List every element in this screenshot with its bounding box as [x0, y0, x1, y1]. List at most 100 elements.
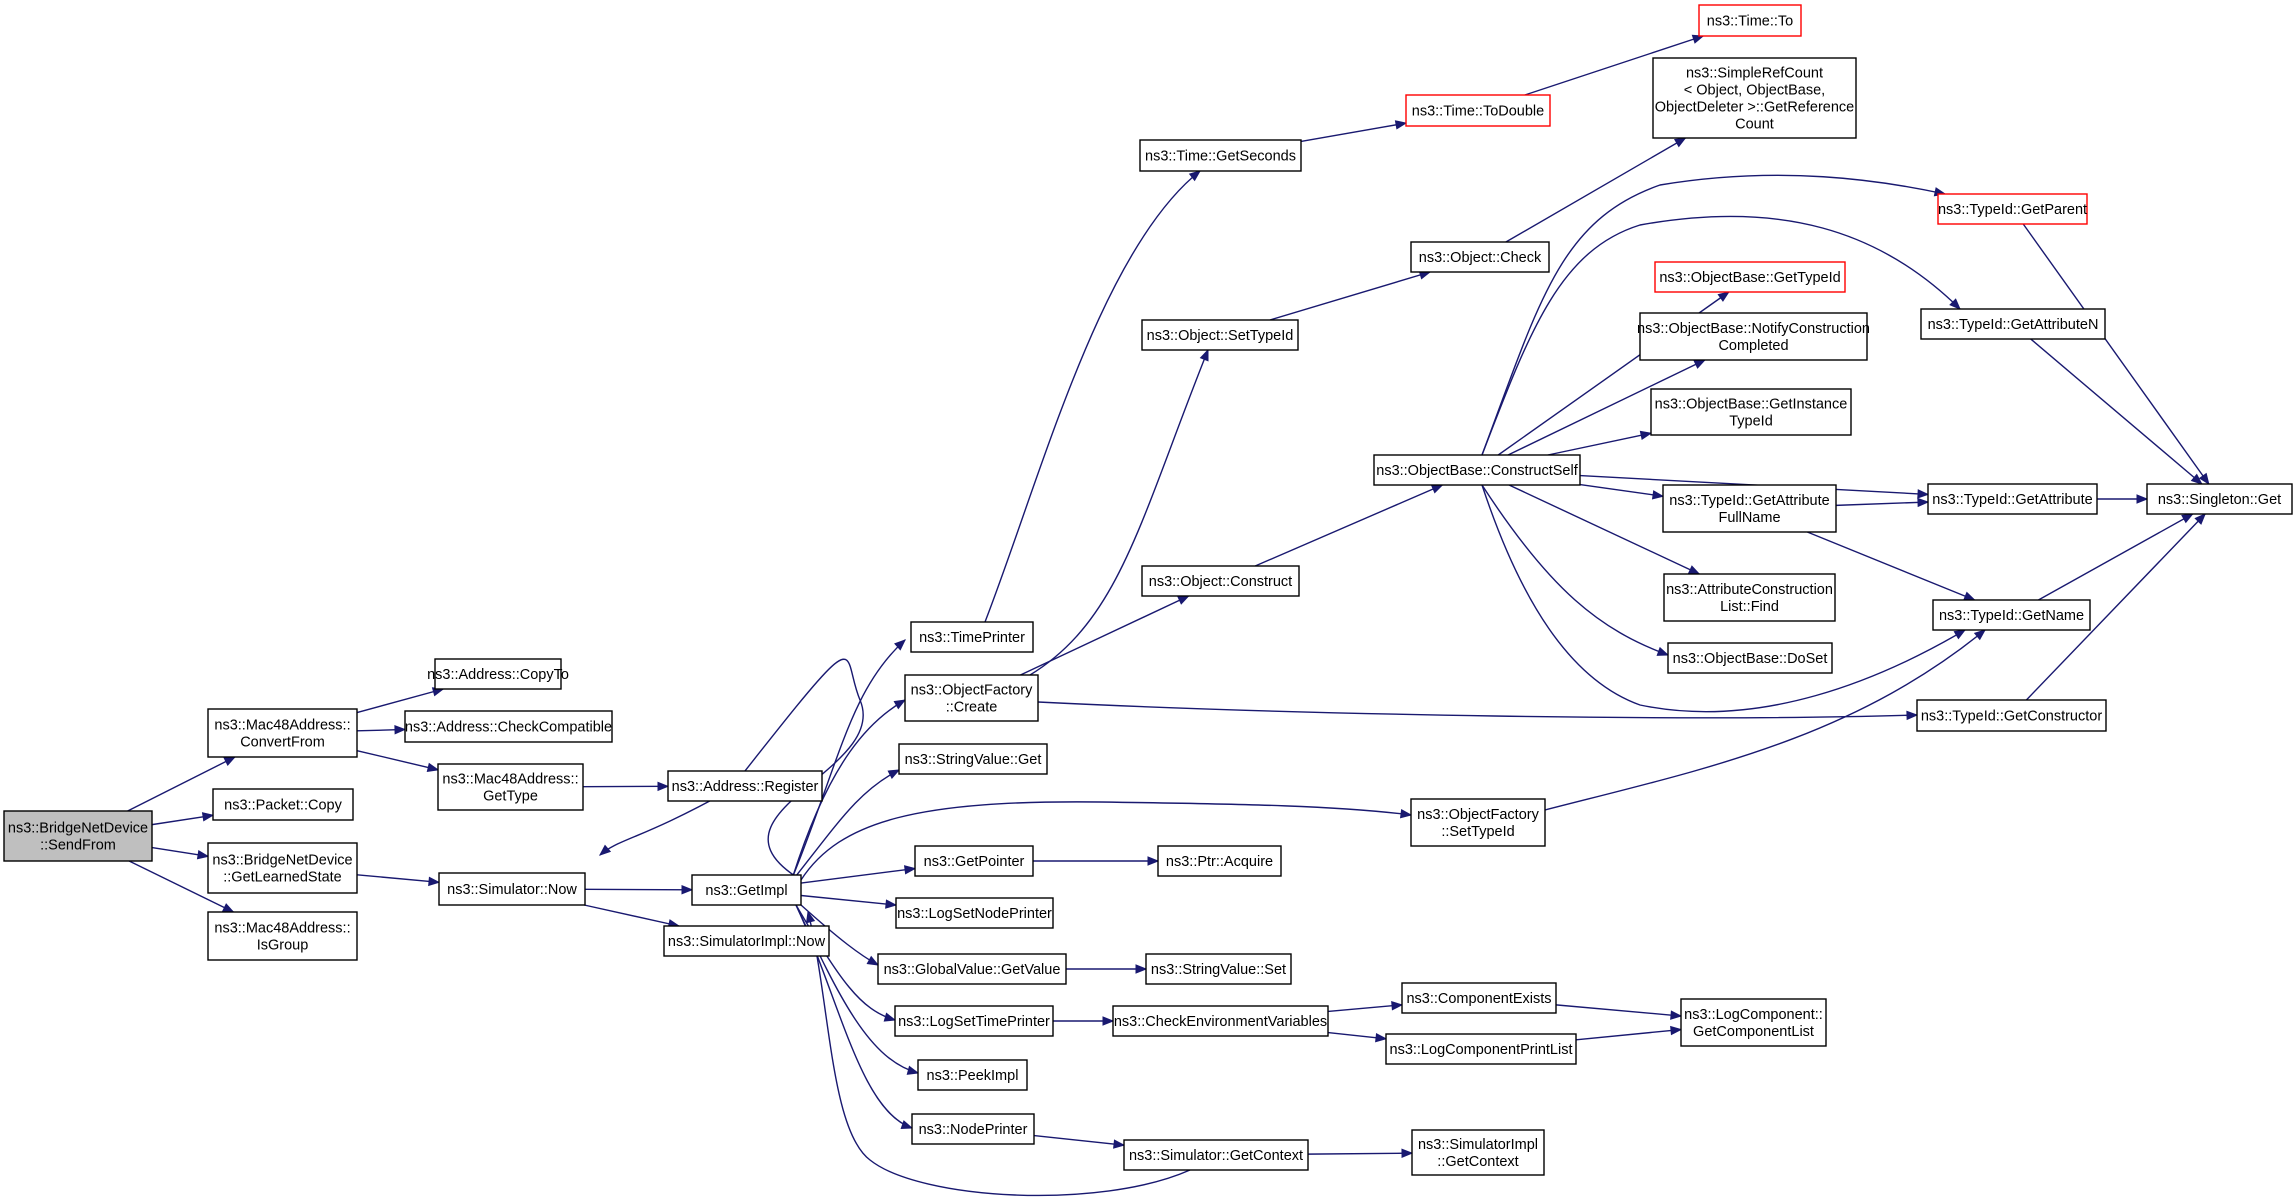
- node-box: [3, 810, 153, 862]
- node-mac48_convertfrom[interactable]: ns3::Mac48Address::ConvertFrom: [207, 708, 358, 758]
- node-box: [1698, 4, 1802, 37]
- node-timeprinter[interactable]: ns3::TimePrinter: [910, 621, 1034, 653]
- node-singleton_get[interactable]: ns3::Singleton::Get: [2146, 483, 2293, 515]
- node-label-line: FullName: [1718, 510, 1780, 526]
- node-stringvalue_set[interactable]: ns3::StringValue::Set: [1145, 953, 1292, 985]
- node-box: [1654, 261, 1846, 293]
- node-box: [1916, 699, 2107, 732]
- node-objectfactory_create[interactable]: ns3::ObjectFactory::Create: [904, 674, 1039, 722]
- node-getpointer[interactable]: ns3::GetPointer: [914, 845, 1034, 877]
- node-address_checkcompatible[interactable]: ns3::Address::CheckCompatible: [404, 710, 613, 743]
- node-objectbase_notify[interactable]: ns3::ObjectBase::NotifyConstructionCompl…: [1637, 312, 1870, 361]
- node-box: [1385, 1033, 1577, 1065]
- node-box: [691, 874, 802, 906]
- node-objectbase_constructself[interactable]: ns3::ObjectBase::ConstructSelf: [1373, 454, 1581, 486]
- node-checkenv[interactable]: ns3::CheckEnvironmentVariables: [1112, 1005, 1329, 1037]
- node-peekimpl[interactable]: ns3::PeekImpl: [917, 1059, 1028, 1091]
- node-ptr_acquire[interactable]: ns3::Ptr::Acquire: [1157, 845, 1282, 877]
- node-simulatorimpl_now[interactable]: ns3::SimulatorImpl::Now: [663, 925, 830, 957]
- node-typeid_getattributen[interactable]: ns3::TypeId::GetAttributeN: [1920, 308, 2106, 340]
- node-time_to[interactable]: ns3::Time::To: [1698, 4, 1802, 37]
- node-object_settypeid[interactable]: ns3::Object::SetTypeId: [1141, 319, 1299, 351]
- node-box: [895, 897, 1054, 929]
- node-label-line: ns3::TypeId::GetAttributeN: [1928, 317, 2099, 333]
- node-box: [1932, 599, 2091, 631]
- node-box: [667, 770, 823, 802]
- node-simulatorimpl_getcontext[interactable]: ns3::SimulatorImpl::GetContext: [1411, 1129, 1545, 1176]
- node-box: [1410, 798, 1546, 847]
- node-objectbase_gettypeid[interactable]: ns3::ObjectBase::GetTypeId: [1654, 261, 1846, 293]
- edge-objectfactory_create-to-object_construct: [1020, 595, 1190, 676]
- edge-typeid_getconstructor-to-singleton_get: [2025, 513, 2207, 701]
- node-label-line: ns3::LogComponentPrintList: [1390, 1042, 1573, 1058]
- node-typeid_getconstructor[interactable]: ns3::TypeId::GetConstructor: [1916, 699, 2107, 732]
- node-nodeprinter[interactable]: ns3::NodePrinter: [911, 1113, 1035, 1145]
- node-label-line: TypeId: [1729, 414, 1773, 430]
- node-label-line: ns3::Address::Register: [672, 779, 819, 795]
- node-label-line: ns3::ComponentExists: [1406, 991, 1551, 1007]
- node-box: [1157, 845, 1282, 877]
- node-address_copyto[interactable]: ns3::Address::CopyTo: [427, 658, 569, 690]
- edge-typeid_getattributefullname-to-typeid_getattribute: [1835, 497, 1930, 508]
- node-box: [1401, 982, 1557, 1014]
- node-objectfactory_settypeid[interactable]: ns3::ObjectFactory::SetTypeId: [1410, 798, 1546, 847]
- node-stringvalue_get[interactable]: ns3::StringValue::Get: [898, 743, 1048, 775]
- edge-bridge_getlearnedstate-to-simulator_now: [356, 874, 441, 887]
- edge-objectbase_constructself-to-objectbase_doset: [1481, 484, 1670, 656]
- edge-mac48_convertfrom-to-mac48_gettype: [356, 749, 440, 773]
- node-componentexists[interactable]: ns3::ComponentExists: [1401, 982, 1557, 1014]
- node-logsetnodeprinter[interactable]: ns3::LogSetNodePrinter: [895, 897, 1054, 929]
- node-label-line: ns3::Mac48Address::: [442, 772, 578, 788]
- node-address_register[interactable]: ns3::Address::Register: [667, 770, 823, 802]
- node-objectbase_doset[interactable]: ns3::ObjectBase::DoSet: [1667, 642, 1833, 674]
- node-mac48_gettype[interactable]: ns3::Mac48Address::GetType: [437, 763, 584, 811]
- node-box: [1650, 388, 1852, 436]
- node-simplerefcount[interactable]: ns3::SimpleRefCount< Object, ObjectBase,…: [1652, 57, 1857, 139]
- node-label-line: ns3::ObjectBase::ConstructSelf: [1376, 463, 1578, 479]
- node-box: [877, 953, 1067, 985]
- node-box: [1667, 642, 1833, 674]
- node-label-line: ns3::Time::GetSeconds: [1145, 149, 1296, 165]
- node-globalvalue_getvalue[interactable]: ns3::GlobalValue::GetValue: [877, 953, 1067, 985]
- function-nodes: ns3::BridgeNetDevice::SendFromns3::Mac48…: [3, 4, 2293, 1176]
- node-box: [438, 872, 586, 906]
- node-typeid_getattribute[interactable]: ns3::TypeId::GetAttribute: [1927, 483, 2098, 515]
- edge-getimpl-to-simulator_now: [598, 658, 864, 877]
- node-object_check[interactable]: ns3::Object::Check: [1410, 241, 1550, 273]
- edge-checkenv-to-logcomponentprintlist: [1327, 1031, 1388, 1043]
- node-packet_copy[interactable]: ns3::Packet::Copy: [212, 788, 354, 821]
- node-label-line: < Object, ObjectBase,: [1684, 83, 1825, 99]
- edge-getimpl-to-objectfactory_settypeid: [800, 801, 1413, 881]
- node-label-line: ns3::SimulatorImpl::Now: [668, 934, 826, 950]
- node-label-line: Count: [1735, 117, 1774, 133]
- node-box: [1139, 139, 1302, 172]
- node-typeid_getparent[interactable]: ns3::TypeId::GetParent: [1937, 193, 2088, 225]
- node-box: [1652, 57, 1857, 139]
- node-logcomponent_getcomponentlist[interactable]: ns3::LogComponent::GetComponentList: [1680, 998, 1827, 1047]
- node-label-line: ns3::LogSetNodePrinter: [897, 906, 1052, 922]
- node-object_construct[interactable]: ns3::Object::Construct: [1141, 565, 1300, 597]
- edge-globalvalue_getvalue-to-stringvalue_set: [1066, 964, 1148, 974]
- node-simulator_now[interactable]: ns3::Simulator::Now: [438, 872, 586, 906]
- node-mac48_isgroup[interactable]: ns3::Mac48Address::IsGroup: [207, 911, 358, 961]
- edge-typeid_getparent-to-singleton_get: [2022, 223, 2210, 486]
- node-box: [1145, 953, 1292, 985]
- edge-typeid_getattributefullname-to-typeid_getname: [1807, 531, 1976, 601]
- node-getimpl[interactable]: ns3::GetImpl: [691, 874, 802, 906]
- node-logsettimeprinter[interactable]: ns3::LogSetTimePrinter: [894, 1005, 1054, 1037]
- node-typeid_getname[interactable]: ns3::TypeId::GetName: [1932, 599, 2091, 631]
- node-bridge_getlearnedstate[interactable]: ns3::BridgeNetDevice::GetLearnedState: [207, 842, 358, 894]
- node-label-line: ns3::BridgeNetDevice: [212, 853, 352, 869]
- node-logcomponentprintlist[interactable]: ns3::LogComponentPrintList: [1385, 1033, 1577, 1065]
- node-box: [212, 788, 354, 821]
- node-root[interactable]: ns3::BridgeNetDevice::SendFrom: [3, 810, 153, 862]
- node-simulator_getcontext[interactable]: ns3::Simulator::GetContext: [1123, 1139, 1309, 1171]
- node-time_getseconds[interactable]: ns3::Time::GetSeconds: [1139, 139, 1302, 172]
- node-label-line: ::GetLearnedState: [223, 870, 342, 886]
- node-box: [1141, 319, 1299, 351]
- node-time_todouble[interactable]: ns3::Time::ToDouble: [1405, 94, 1551, 127]
